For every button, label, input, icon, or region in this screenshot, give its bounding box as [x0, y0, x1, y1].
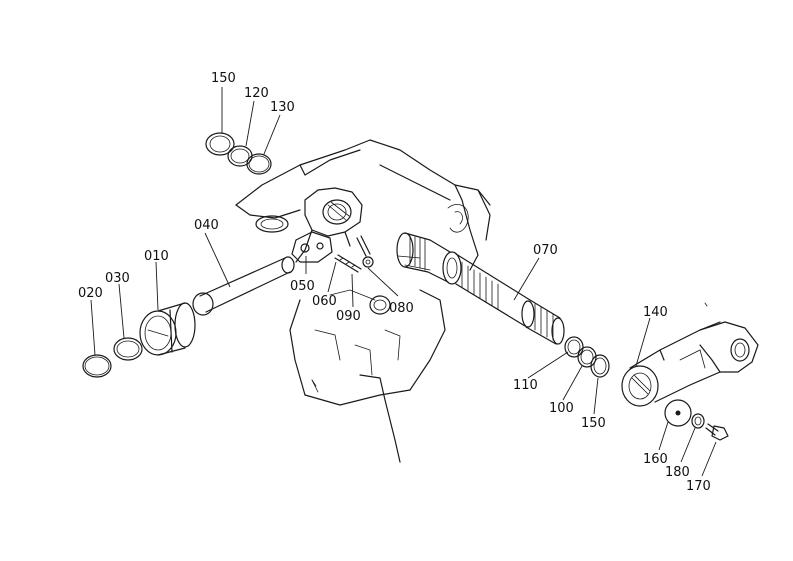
stray-marks	[311, 302, 708, 387]
callout-040: 040	[194, 218, 219, 233]
callout-160: 160	[643, 452, 668, 467]
callout-090: 090	[336, 309, 361, 324]
callout-170: 170	[686, 479, 711, 494]
part-070-splined-shaft	[396, 232, 565, 345]
callout-120: 120	[244, 86, 269, 101]
callout-060: 060	[312, 294, 337, 309]
part-160-washer	[664, 399, 692, 427]
callout-140: 140	[643, 305, 668, 320]
part-180-lock-washer	[691, 413, 705, 429]
part-130-ring	[246, 153, 272, 175]
callout-150-lower: 150	[581, 416, 606, 431]
callout-050: 050	[290, 279, 315, 294]
callout-080: 080	[389, 301, 414, 316]
callout-150-upper: 150	[211, 71, 236, 86]
bracket-bore	[295, 187, 363, 263]
callout-130: 130	[270, 100, 295, 115]
part-030-ring	[113, 337, 143, 361]
part-110-ring	[564, 336, 584, 358]
callout-labels: 150 120 130 040 010 030 020 050 060 090 …	[78, 71, 711, 494]
part-150-ring-upper	[205, 132, 235, 156]
part-100-ring	[577, 346, 597, 368]
part-040-rod	[192, 256, 295, 316]
leader-lines	[90, 87, 717, 477]
part-020-ring	[82, 354, 112, 378]
part-170-bolt	[705, 423, 729, 441]
callout-070: 070	[533, 243, 558, 258]
part-150-ring-lower	[590, 354, 610, 378]
callout-110: 110	[513, 378, 538, 393]
part-060-pin	[334, 254, 362, 273]
housing	[235, 139, 491, 463]
callout-010: 010	[144, 249, 169, 264]
callout-020: 020	[78, 286, 103, 301]
part-050-lever-plate	[291, 231, 333, 263]
part-120-ring	[227, 145, 253, 167]
part-140-lift-arm	[621, 321, 759, 407]
callout-180: 180	[665, 465, 690, 480]
callout-100: 100	[549, 401, 574, 416]
part-010-piston	[139, 302, 196, 356]
part-090-080-bolt	[356, 235, 374, 268]
callout-030: 030	[105, 271, 130, 286]
